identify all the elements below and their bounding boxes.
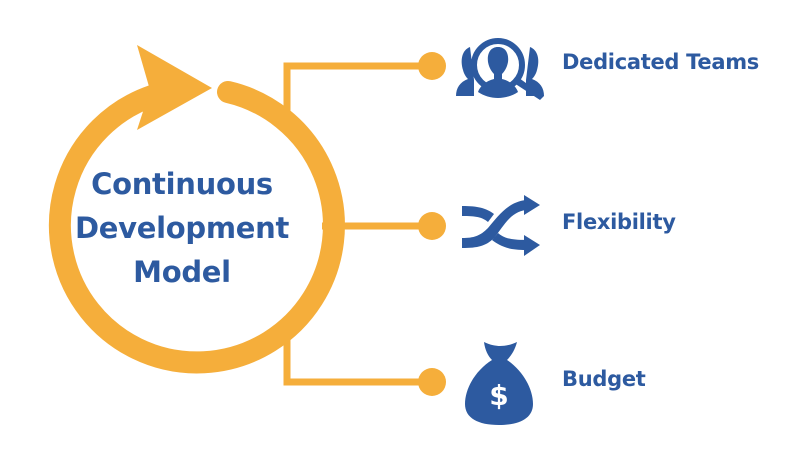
svg-text:$: $	[489, 379, 508, 412]
connector-budget	[283, 338, 432, 386]
shuffle-icon	[462, 195, 540, 256]
money-bag-icon: $	[465, 342, 533, 425]
connector-dot-budget	[418, 368, 446, 396]
center-title-line-3: Model	[133, 255, 231, 289]
center-title-line-2: Development	[74, 211, 290, 245]
label-dedicated-teams: Dedicated Teams	[562, 50, 759, 74]
connector-dedicated-teams	[283, 62, 432, 118]
center-title: Continuous Development Model	[40, 162, 324, 294]
label-budget: Budget	[562, 367, 646, 391]
team-search-icon	[456, 38, 544, 100]
center-title-line-1: Continuous	[91, 167, 273, 201]
label-flexibility: Flexibility	[562, 210, 676, 234]
connector-dot-flexibility	[418, 212, 446, 240]
connector-dot-dedicated-teams	[418, 52, 446, 80]
circular-arrow-icon	[45, 45, 345, 374]
